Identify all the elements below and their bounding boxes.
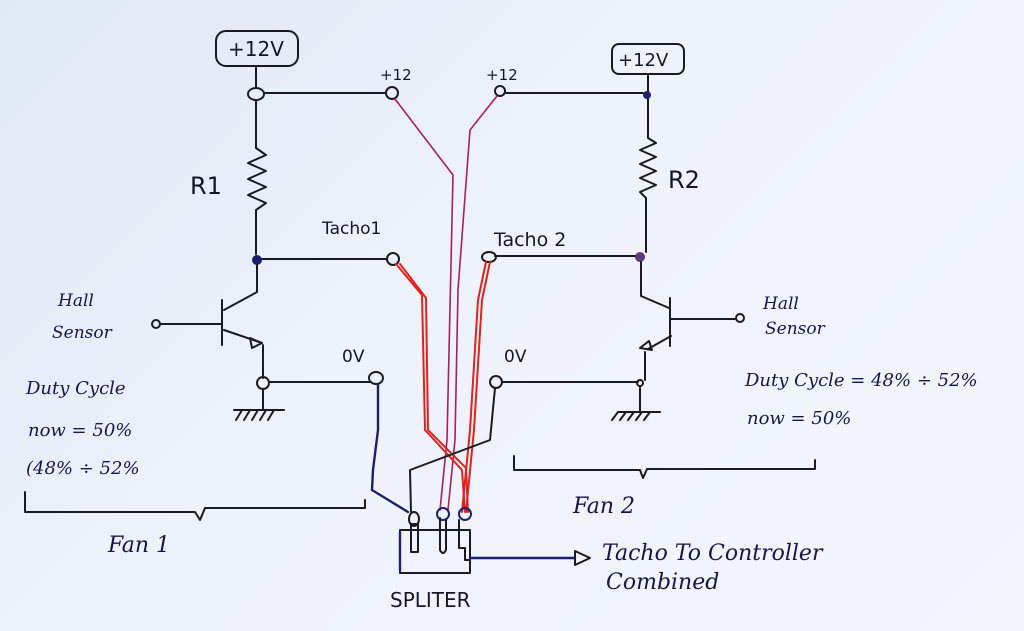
fan2-brace: [513, 455, 816, 479]
fan1-gnd-label: 0V: [342, 347, 365, 367]
fan2-tacho-pin: [481, 251, 497, 263]
fan1-group-label: Fan 1: [107, 533, 170, 558]
fan2-supply-label: +12V: [618, 50, 669, 71]
fan2-hall-label-2: Sensor: [765, 319, 826, 339]
fan2-duty-line1: Duty Cycle = 48% ÷ 52%: [744, 370, 978, 391]
fan1-hall-label-2: Sensor: [52, 323, 113, 343]
fan2-group-label: Fan 2: [572, 494, 635, 519]
fan2-tacho-node: [635, 252, 645, 262]
fan2-12v-pin: [494, 85, 506, 97]
fan1-tacho-pin: [386, 252, 400, 266]
fan1-duty-line2: now = 50%: [28, 420, 132, 441]
splitter-output-label-1: Tacho To Controller: [602, 541, 824, 566]
fan2-gnd-splitter-wire: [409, 387, 496, 513]
fan2-resistor-label: R2: [668, 166, 700, 194]
fan1-tacho-label: Tacho1: [321, 219, 381, 239]
fan1-12v-pin-label: +12: [380, 66, 412, 84]
fan1-resistor-label: R1: [190, 172, 222, 200]
fan1-12v-pin: [385, 86, 399, 100]
splitter-pin-12v: [436, 507, 450, 521]
fan2-tacho-label: Tacho 2: [493, 229, 566, 251]
fan1-hall-label-1: Hall: [57, 291, 94, 311]
fan1-gnd-pin: [368, 371, 384, 385]
splitter-pin-gnd: [408, 511, 420, 527]
splitter-pin-tacho: [458, 507, 472, 521]
fan1-duty-line1: Duty Cycle: [25, 378, 126, 399]
fan2-circuit: +12V +12 R2 Tacho 2 Hall Sensor 0V Duty …: [481, 43, 978, 519]
splitter: SPLITER Tacho To Controller Combined: [390, 507, 824, 612]
fan2-hall-pin: [735, 313, 745, 323]
fan1-hall-pin: [151, 319, 161, 329]
splitter-label: SPLITER: [390, 588, 471, 612]
fan1-gnd-splitter-wire: [370, 382, 410, 514]
fan2-transistor: [640, 261, 672, 381]
fan2-hall-label-1: Hall: [762, 294, 799, 314]
splitter-wires: [370, 95, 498, 514]
output-arrow-icon: [574, 550, 591, 566]
fan2-12v-splitter-wire: [447, 95, 498, 511]
splitter-output-label-2: Combined: [606, 570, 719, 595]
fan1-ground-icon: [233, 388, 285, 421]
fan2-duty-line2: now = 50%: [747, 408, 851, 429]
fan2-ground-icon: [611, 385, 661, 421]
fan2-resistor: [639, 98, 657, 253]
fan1-duty-line3: (48% ÷ 52%: [26, 458, 140, 479]
fan2-gnd-pin: [489, 375, 503, 389]
fan1-brace: [24, 491, 366, 521]
fan1-resistor: [247, 99, 267, 255]
fan1-transistor: [221, 264, 264, 379]
fan2-12v-node: [643, 91, 651, 99]
fan1-supply-label: +12V: [228, 37, 284, 61]
fan2-tacho-splitter-wire: [461, 261, 487, 513]
fan1-12v-node: [247, 87, 265, 101]
fan1-tacho-splitter-wire: [395, 263, 466, 513]
fan2-gnd-label: 0V: [504, 347, 527, 367]
fan1-circuit: +12V +12 R1 Tacho1 Hall Sensor 0V Duty C…: [24, 30, 412, 558]
fan2-12v-pin-label: +12: [486, 66, 518, 84]
fan1-tacho-node: [252, 255, 262, 265]
fan1-12v-splitter-wire: [394, 98, 454, 511]
